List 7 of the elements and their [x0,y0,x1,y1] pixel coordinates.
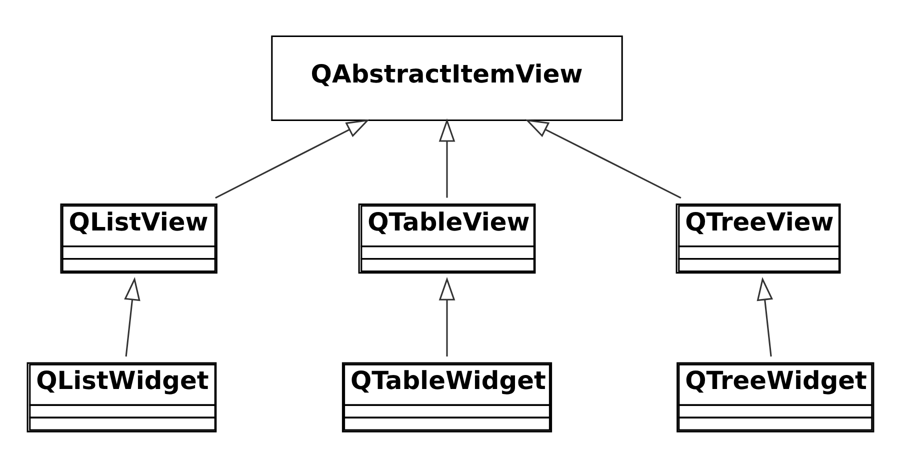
node-box: QAbstractItemView [271,35,623,122]
arrow [124,277,140,357]
arrow [756,277,774,357]
arrow [525,119,682,199]
arrow [438,118,456,198]
arrow [215,119,370,199]
arrow [438,277,456,356]
